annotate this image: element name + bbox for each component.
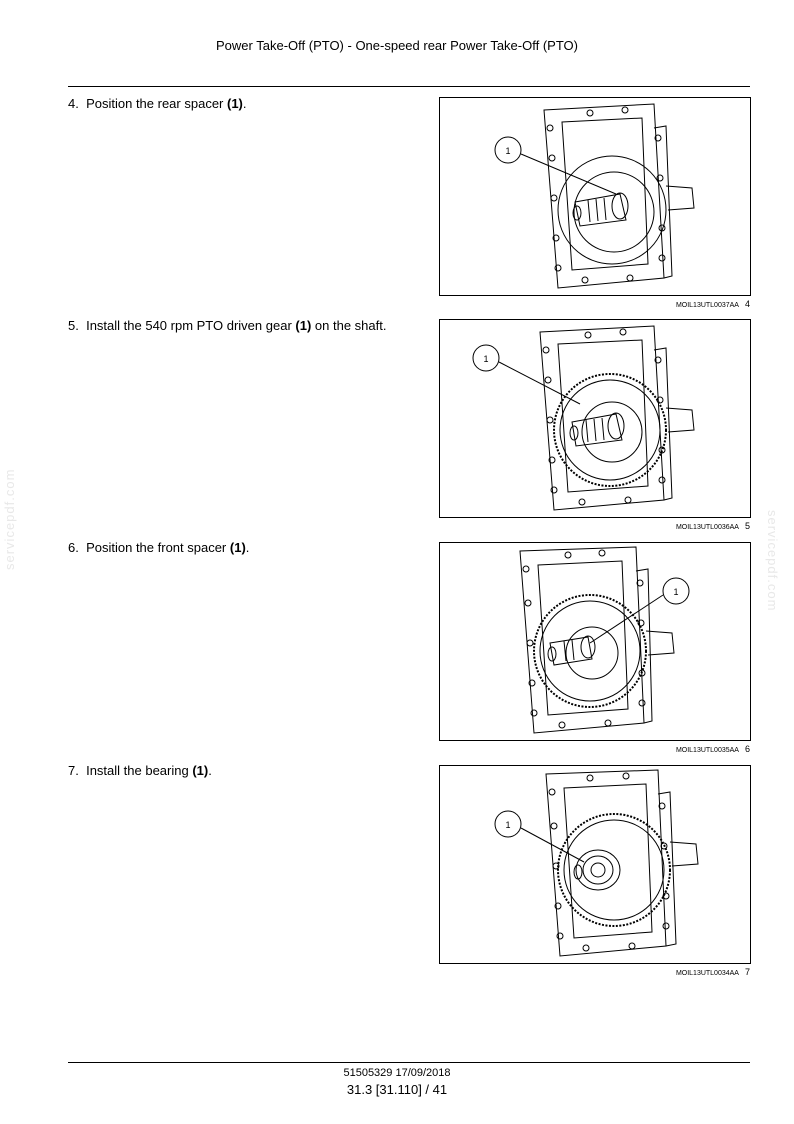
step-text: Install the bearing <box>86 763 189 778</box>
callout-label: 1 <box>505 146 510 156</box>
front-spacer-illustration: 1 <box>519 546 690 734</box>
step-ref: (1) <box>295 318 312 333</box>
step-number: 5. <box>68 318 79 333</box>
figure-5: 1 <box>439 319 751 518</box>
step-5: 5. Install the 540 rpm PTO driven gear (… <box>68 318 386 333</box>
callout-label: 1 <box>505 820 510 830</box>
step-text: Position the front spacer <box>86 540 227 555</box>
figure-code: MOIL13UTL0035AA <box>675 747 739 754</box>
step-6: 6. Position the front spacer (1). <box>68 540 249 555</box>
step-ref: (1) <box>229 540 246 555</box>
figure-4: 1 <box>439 97 751 296</box>
figure-number: 6 <box>744 744 750 754</box>
callout-label: 1 <box>483 354 488 364</box>
figure-number: 7 <box>744 967 750 977</box>
figure-caption-5: MOIL13UTL0036AA 5 <box>600 521 750 531</box>
step-ref: (1) <box>192 763 209 778</box>
step-text: Position the rear spacer <box>86 96 224 111</box>
figure-number: 4 <box>744 299 750 309</box>
figure-caption-7: MOIL13UTL0034AA 7 <box>600 967 750 977</box>
step-number: 6. <box>68 540 79 555</box>
driven-gear-illustration: 1 <box>472 325 695 511</box>
callout-label: 1 <box>673 587 678 597</box>
figure-7: 1 <box>439 765 751 964</box>
figure-code: MOIL13UTL0034AA <box>675 970 739 977</box>
bearing-illustration: 1 <box>494 769 699 957</box>
step-4: 4. Position the rear spacer (1). <box>68 96 247 111</box>
step-text: Install the 540 rpm PTO driven gear <box>86 318 292 333</box>
footer-doc-date: 51505329 17/09/2018 <box>343 1067 451 1079</box>
header-rule <box>68 86 750 87</box>
figure-code: MOIL13UTL0037AA <box>675 302 739 309</box>
watermark-left: servicepdf.com <box>2 468 17 570</box>
step-number: 7. <box>68 763 79 778</box>
figure-6: 1 <box>439 542 751 741</box>
step-number: 4. <box>68 96 79 111</box>
figure-caption-6: MOIL13UTL0035AA 6 <box>600 744 750 754</box>
step-end: . <box>245 540 250 555</box>
figure-code: MOIL13UTL0036AA <box>675 524 739 531</box>
footer-rule <box>68 1062 750 1063</box>
figure-number: 5 <box>744 521 750 531</box>
step-ref: (1) <box>227 96 243 111</box>
step-7: 7. Install the bearing (1). <box>68 763 212 778</box>
step-end: on the shaft. <box>311 318 387 333</box>
figure-caption-4: MOIL13UTL0037AA 4 <box>600 299 750 309</box>
rear-spacer-illustration: 1 <box>494 103 695 289</box>
step-end: . <box>242 96 247 111</box>
page-header-title: Power Take-Off (PTO) - One-speed rear Po… <box>216 38 578 53</box>
step-end: . <box>208 763 212 778</box>
footer-page-ref: 31.3 [31.110] / 41 <box>346 1082 448 1097</box>
watermark-right: servicepdf.com <box>765 510 780 612</box>
